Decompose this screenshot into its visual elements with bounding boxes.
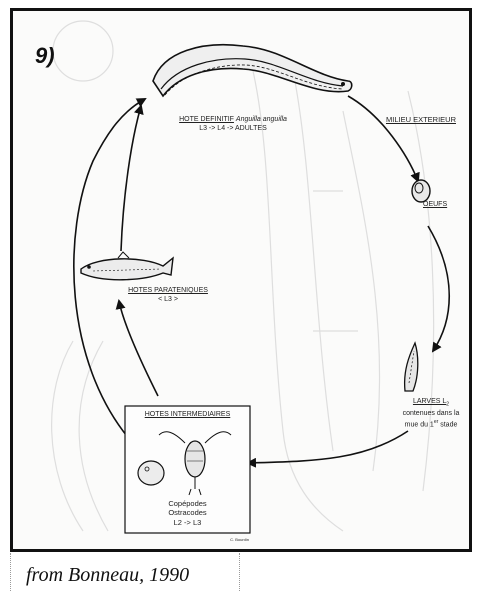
paratenic-hosts-label: HOTES PARATENIQUES < L3 > — [113, 286, 223, 304]
arrow-paratenic-to-host — [121, 106, 141, 251]
larva-drawing — [405, 343, 418, 391]
paratenic-hosts-stage: < L3 > — [158, 296, 178, 303]
larvae-line3: mue du 1 — [405, 422, 434, 429]
intermediate-hosts-line2: Ostracodes — [168, 508, 206, 517]
arrow-larvae-to-intermediate — [248, 431, 408, 463]
eggs-label: OEUFS — [423, 200, 453, 209]
ostracod-drawing — [138, 461, 164, 485]
environment-label: MILIEU EXTERIEUR — [371, 115, 471, 124]
larvae-label: LARVES L2 contenues dans la mue du 1er s… — [391, 397, 471, 430]
intermediate-hosts-label: Copépodes Ostracodes — [125, 499, 250, 517]
intermediate-hosts-title: HOTES INTERMEDIAIRES — [125, 410, 250, 419]
eggs-drawing — [412, 180, 430, 202]
panel-number: 9) — [35, 43, 55, 69]
paratenic-hosts-title: HOTES PARATENIQUES — [128, 287, 208, 294]
definitive-host-species: Anguilla anguilla — [236, 116, 287, 123]
life-cycle-figure: 9) HOTE DEFINITIF Anguilla anguilla L3 -… — [10, 8, 472, 552]
artist-signature: C. Bourdin — [213, 535, 249, 544]
life-cycle-drawing — [13, 11, 469, 549]
definitive-host-title: HOTE DEFINITIF — [179, 116, 234, 123]
arrow-intermediate-to-paratenic — [119, 301, 158, 396]
fish-drawing — [81, 252, 173, 280]
larvae-line2: contenues dans la — [403, 410, 460, 417]
definitive-host-stages: L3 -> L4 -> ADULTES — [199, 125, 267, 132]
intermediate-hosts-line1: Copépodes — [168, 499, 206, 508]
arrow-host-to-environment — [348, 96, 418, 181]
larvae-title: LARVES L — [413, 398, 446, 405]
eel-drawing — [153, 45, 352, 96]
larvae-subscript: 2 — [446, 401, 449, 407]
intermediate-hosts-stages: L2 -> L3 — [125, 518, 250, 527]
figure-caption: from Bonneau, 1990 — [26, 564, 189, 587]
larvae-line3-end: stade — [438, 422, 457, 429]
definitive-host-label: HOTE DEFINITIF Anguilla anguilla L3 -> L… — [163, 115, 303, 133]
